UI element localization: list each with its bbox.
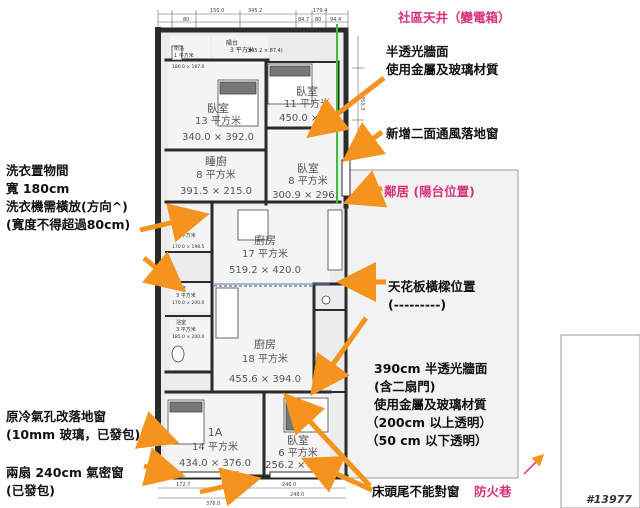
new-window-label: 新增二面通風落地窗 (386, 126, 499, 141)
wall390-line-4: （200cm 以上透明） (366, 415, 492, 430)
top-dimension-line: 80 150.0 345.2 179.4 84.7 80 94.4 (157, 8, 349, 28)
room-0-name: 臥室 (207, 101, 229, 115)
room-2-name: 睡廚 (205, 154, 227, 168)
neighbor-label: 鄰居 (陽台位置) (384, 184, 475, 199)
top-dim-0: 80 (183, 17, 189, 23)
top-dim-5: 80 (315, 17, 321, 23)
bottom-dim-2: 246.0 (282, 482, 296, 488)
room-3-area: 8 平方米 (288, 174, 328, 187)
bottom-dimension-line: 172.7 376.0 246.0 248.0 (158, 482, 346, 507)
bath-3-label: 浴室 (176, 319, 186, 326)
room-1-name: 臥室 (296, 84, 318, 98)
semi-wall-line-2: 使用金屬及玻璃材質 (385, 62, 499, 77)
balcony-dims: (345.2 × 87.4) (246, 48, 283, 54)
closet-area: 3 平方米 (176, 232, 196, 239)
bath-3-area: 3 平方米 (176, 326, 196, 333)
room-3-name: 臥室 (297, 161, 319, 175)
small-bath-1-label: 衛浴 (174, 45, 184, 52)
bed-warning-label: 床頭尾不能對窗 (372, 484, 460, 499)
room-6-area: 14 平方米 (192, 440, 238, 453)
closet-label: 衣帽 (176, 225, 186, 232)
bath-2-area: 3 平方米 (176, 292, 196, 299)
arrow-semi-wall (306, 76, 386, 139)
small-bath-1-dims: 180.0 × 187.0 (172, 64, 205, 70)
neighbor-balcony-area (345, 169, 519, 479)
room-2-dims: 391.5 × 215.0 (180, 186, 252, 197)
laundry-line-2: 寬 180cm (5, 181, 69, 196)
bottom-dim-1: 376.0 (206, 501, 220, 507)
top-dim-6: 94.4 (330, 17, 341, 23)
laundry-line-4: (寬度不得超過80cm) (6, 217, 130, 232)
bath-3-dims: 185.0 × 200.0 (172, 334, 205, 340)
room-1-area: 11 平方米 (284, 97, 330, 110)
arrow-double-2 (199, 467, 262, 507)
fire-lane-arrow (523, 453, 545, 475)
room-7-dims: 256.2 × 314. (265, 460, 331, 471)
wall390-line-3: 使用金屬及玻璃材質 (373, 397, 487, 412)
community-well-label: 社區天井（變電箱） (397, 10, 511, 25)
room-7-area: 6 平方米 (278, 446, 318, 459)
arrow-bed-2 (300, 456, 374, 493)
balcony-label: 陽台 (226, 39, 238, 47)
ac-line-2: (10mm 玻璃，已發包) (6, 427, 140, 442)
semi-wall-line-1: 半透光牆面 (386, 44, 449, 59)
arrow-laundry-2 (142, 251, 186, 293)
beam-line-2: (---------) (388, 297, 446, 312)
room-6-dims: 434.0 × 376.0 (179, 458, 251, 469)
bath-2-dims: 170.0 × 200.0 (172, 300, 205, 306)
arrow-new-window-2 (342, 170, 388, 208)
arrow-ac (135, 411, 180, 449)
room-5-name: 廚房 (254, 337, 276, 351)
small-bath-1-area: 1 平方米 (174, 52, 194, 59)
furniture (167, 45, 343, 445)
arrow-wall390 (310, 316, 369, 397)
top-dim-2: 345.2 (248, 8, 262, 14)
double-window-line-1: 兩扇 240cm 氣密窗 (6, 465, 124, 480)
room-5-area: 18 平方米 (242, 352, 288, 365)
room-4-area: 17 平方米 (242, 247, 288, 260)
room-4-name: 廚房 (254, 233, 276, 247)
room-7-name: 臥室 (287, 433, 309, 447)
laundry-line-1: 洗衣置物間 (6, 163, 69, 178)
top-dim-4: 84.7 (298, 17, 309, 23)
bottom-dim-3: 248.0 (290, 492, 304, 498)
room-0-dims: 340.0 × 392.0 (182, 132, 254, 143)
closet-dims: 170.0 × 198.5 (172, 244, 205, 250)
room-5-dims: 455.6 × 394.0 (229, 374, 301, 385)
watermark: #13977 (586, 493, 632, 506)
double-window-line-2: (已發包) (6, 483, 55, 498)
arrow-double-1 (142, 447, 186, 487)
room-0-area: 13 平方米 (195, 114, 241, 127)
room-3-dims: 300.9 × 296. (272, 190, 338, 201)
top-dim-1: 150.0 (210, 8, 224, 14)
wall390-line-5: （50 cm 以下透明） (366, 433, 488, 448)
top-dim-3: 179.4 (313, 8, 327, 14)
bottom-dim-0: 172.7 (176, 482, 190, 488)
room-1-dims: 450.0 × 2 (279, 113, 329, 124)
room-4-dims: 519.2 × 420.0 (229, 265, 301, 276)
room-6-name: 1A (208, 426, 223, 439)
wall390-line-1: 390cm 半透光牆面 (374, 361, 488, 376)
room-2-area: 8 平方米 (196, 168, 236, 181)
beam-line-1: 天花板橫樑位置 (388, 279, 476, 294)
annotation-arrows (135, 76, 388, 507)
laundry-line-3: 洗衣機需橫放(方向^) (6, 199, 128, 214)
neighbor-right-block (560, 334, 640, 508)
right-dim-0: 450.3 (359, 96, 365, 110)
wall390-line-2: (含二扇門) (374, 379, 435, 394)
fire-lane-label: 防火巷 (474, 484, 512, 499)
ac-line-1: 原冷氣孔改落地窗 (6, 409, 106, 424)
arrow-laundry-1 (139, 203, 210, 243)
right-dim-1: 120.0 (359, 128, 365, 142)
arrow-bed-1 (283, 392, 372, 488)
balcony-area: 3 平方米 (230, 46, 254, 54)
arrow-new-window (342, 122, 386, 162)
